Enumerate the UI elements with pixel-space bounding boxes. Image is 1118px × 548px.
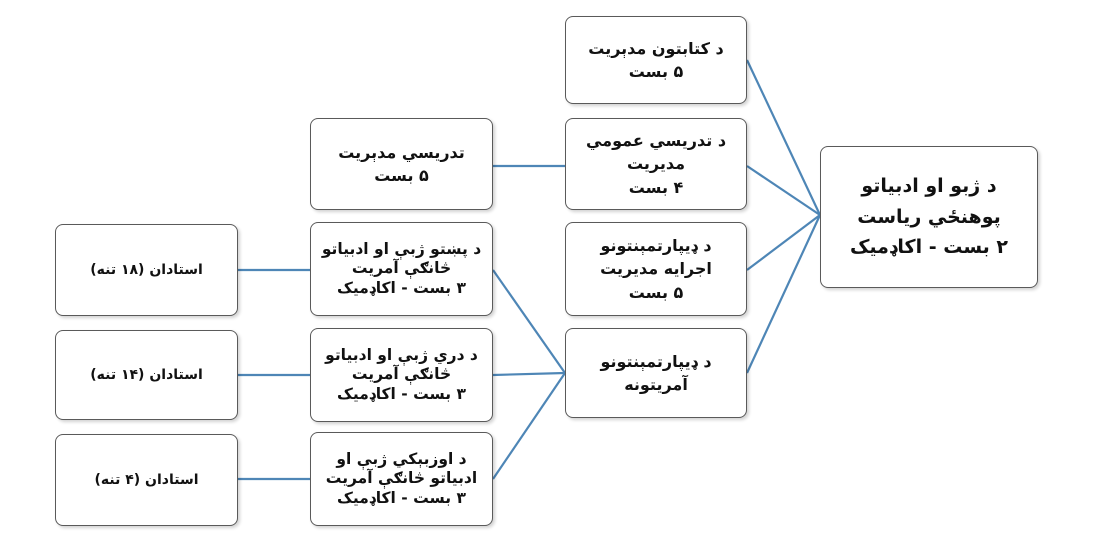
connector-executive — [746, 214, 821, 271]
connector-general-teaching — [746, 165, 821, 216]
pashto-department-line-3: ۳ بست - اکاډمیک — [337, 278, 466, 297]
pashto-department-line-1: د پښتو ژبې او ادبیاتو — [321, 239, 482, 258]
departments-chairs-line-1: د ډیپارتمېنتونو — [600, 351, 712, 371]
faculty-presidency-line-2: پوهنځي ریاست — [857, 205, 1001, 228]
connector-uzbek — [492, 372, 566, 480]
departments-executive-management-box: د ډیپارتمېنتونو اجرایه مدیریت ۵ بست — [565, 222, 747, 316]
uzbek-teachers-label: استادان (۴ تنه) — [94, 471, 199, 488]
dari-department-line-2: څانګې آمریت — [351, 365, 452, 384]
general-teaching-management-box: د تدریسي عمومي مدیریت ۴ بست — [565, 118, 747, 210]
pashto-department-box: د پښتو ژبې او ادبیاتو څانګې آمریت ۳ بست … — [310, 222, 493, 316]
connector-dari — [492, 371, 566, 377]
dari-department-line-1: د دري ژبې او ادبیاتو — [325, 345, 478, 364]
general-teaching-management-line-3: ۴ بست — [628, 177, 684, 197]
connector-library — [746, 59, 821, 216]
uzbek-department-line-1: د اوزبېکي ژبې او — [336, 449, 467, 468]
departments-chairs-line-2: آمریتونه — [624, 375, 688, 394]
dari-department-line-3: ۳ بست - اکاډمیک — [337, 384, 466, 403]
dari-teachers-label: استادان (۱۴ تنه) — [90, 366, 203, 383]
teaching-management-line-1: تدریسي مدېریت — [338, 142, 465, 162]
library-management-box: د کتابتون مدېریت ۵ بست — [565, 16, 747, 104]
connector-pashto — [492, 269, 566, 374]
pashto-department-line-2: څانګې آمریت — [351, 259, 452, 278]
pashto-teachers-box: استادان (۱۸ تنه) — [55, 224, 238, 316]
library-management-line-2: ۵ بست — [628, 62, 684, 81]
uzbek-department-box: د اوزبېکي ژبې او ادبیاتو څانګې آمریت ۳ ب… — [310, 432, 493, 526]
departments-executive-management-line-3: ۵ بست — [628, 282, 684, 302]
teaching-management-line-2: ۵ بست — [374, 166, 429, 185]
library-management-line-1: د کتابتون مدېریت — [588, 38, 724, 58]
general-teaching-management-line-2: مدیریت — [626, 154, 686, 174]
teaching-management-box: تدریسي مدېریت ۵ بست — [310, 118, 493, 210]
pashto-teachers-label: استادان (۱۸ تنه) — [90, 261, 203, 278]
connector-chairs — [746, 214, 821, 374]
departments-chairs-box: د ډیپارتمېنتونو آمریتونه — [565, 328, 747, 418]
faculty-presidency-line-3: ۲ بست - اکاډمیک — [849, 236, 1009, 259]
general-teaching-management-line-1: د تدریسي عمومي — [585, 131, 727, 151]
uzbek-teachers-box: استادان (۴ تنه) — [55, 434, 238, 526]
dari-department-box: د دري ژبې او ادبیاتو څانګې آمریت ۳ بست -… — [310, 328, 493, 422]
uzbek-department-line-2: ادبیاتو څانګې آمریت — [325, 469, 478, 488]
uzbek-department-line-3: ۳ بست - اکاډمیک — [337, 488, 466, 507]
departments-executive-management-line-1: د ډیپارتمېنتونو — [600, 236, 712, 256]
dari-teachers-box: استادان (۱۴ تنه) — [55, 330, 238, 420]
faculty-presidency-line-1: د ژبو او ادبیاتو — [861, 175, 997, 198]
departments-executive-management-line-2: اجرایه مدیریت — [600, 259, 712, 279]
faculty-presidency-box: د ژبو او ادبیاتو پوهنځي ریاست ۲ بست - اک… — [820, 146, 1038, 288]
